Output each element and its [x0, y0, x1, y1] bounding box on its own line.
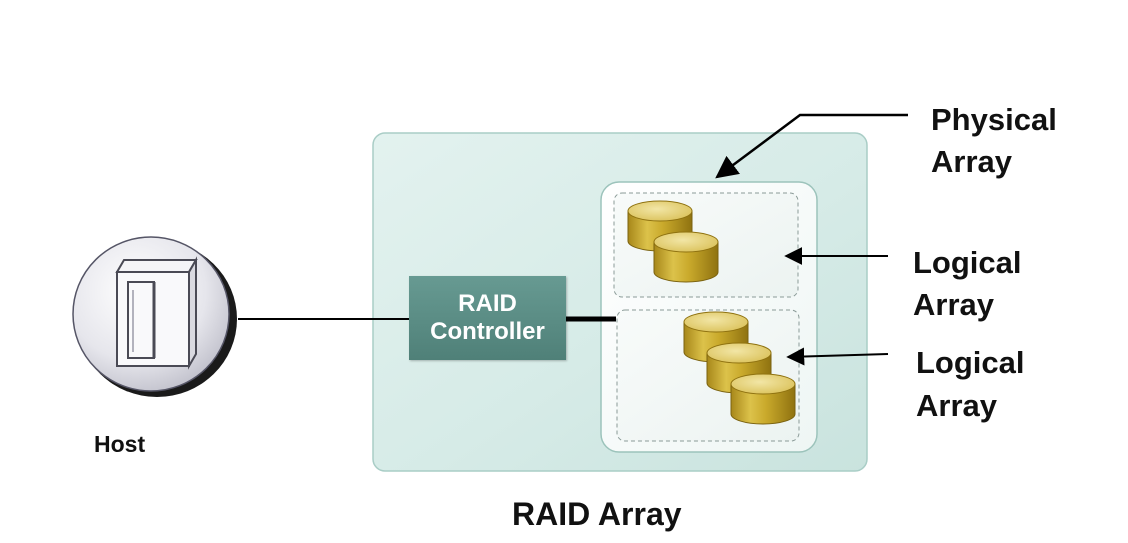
disk-icon [653, 231, 719, 283]
logical-array-label-1-line1: Logical [913, 245, 1022, 280]
host-label: Host [94, 431, 146, 457]
logical-array-label-1-line2: Array [913, 287, 994, 322]
raid-controller-line1: RAID [458, 290, 517, 317]
raid-controller-line2: Controller [430, 318, 545, 345]
diagram-title: RAID Array [512, 496, 682, 532]
logical-array-label-2-line2: Array [916, 388, 997, 423]
logical-array-label-2-line1: Logical [916, 345, 1025, 380]
server-icon [72, 236, 237, 397]
logical-array-arrow-2 [786, 347, 889, 366]
physical-array-arrow [715, 113, 908, 179]
disk-icon [730, 373, 796, 425]
physical-array-label-line1: Physical [931, 102, 1057, 137]
raid-controller: RAID Controller [409, 276, 566, 360]
physical-array-label-line2: Array [931, 144, 1012, 179]
